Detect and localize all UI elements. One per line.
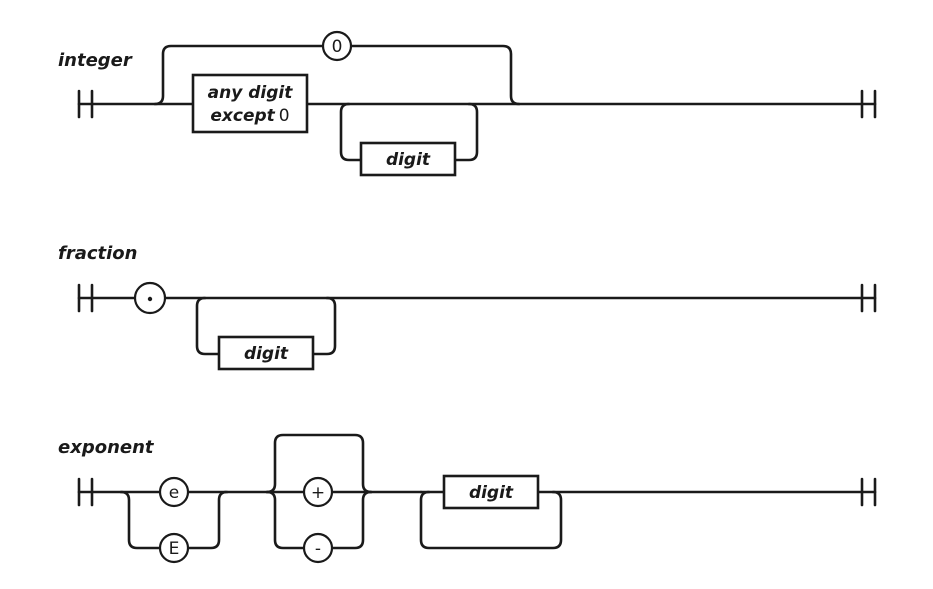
integer-digit-label: digit — [386, 150, 431, 170]
fraction-track — [77, 296, 877, 356]
exponent-digit-label: digit — [469, 483, 514, 503]
integer-any-digit-line1: any digit — [208, 83, 294, 103]
exponent-diagram: exponent e — [58, 433, 877, 564]
fraction-diagram: fraction . digit — [58, 243, 877, 371]
integer-except-zero: 0 — [279, 106, 290, 126]
integer-zero-literal: 0 — [332, 37, 343, 57]
exponent-track — [77, 433, 877, 550]
exponent-minus-bubble: - — [302, 532, 334, 564]
decimal-point-glyph — [147, 296, 153, 302]
integer-title: integer — [58, 50, 133, 71]
exponent-digit-box: digit — [442, 474, 540, 510]
exponent-lower-e-literal: e — [169, 483, 179, 503]
exponent-lower-e-bubble: e — [158, 476, 190, 508]
integer-track — [77, 44, 877, 162]
exponent-plus-bubble: + — [302, 476, 334, 508]
exponent-minus-literal: - — [315, 539, 321, 559]
exponent-plus-literal: + — [311, 483, 325, 503]
fraction-decimal-point-literal: . — [147, 289, 152, 309]
integer-except-text: except — [210, 106, 275, 126]
exponent-title: exponent — [58, 437, 155, 458]
fraction-digit-label: digit — [244, 344, 289, 364]
fraction-digit-box: digit — [217, 335, 315, 371]
exponent-upper-e-literal: E — [169, 539, 180, 559]
fraction-title: fraction — [58, 243, 137, 264]
fraction-decimal-point-bubble: . — [133, 281, 167, 315]
exponent-upper-e-bubble: E — [158, 532, 190, 564]
integer-zero-bubble: 0 — [321, 30, 353, 62]
integer-digit-box: digit — [359, 141, 457, 177]
